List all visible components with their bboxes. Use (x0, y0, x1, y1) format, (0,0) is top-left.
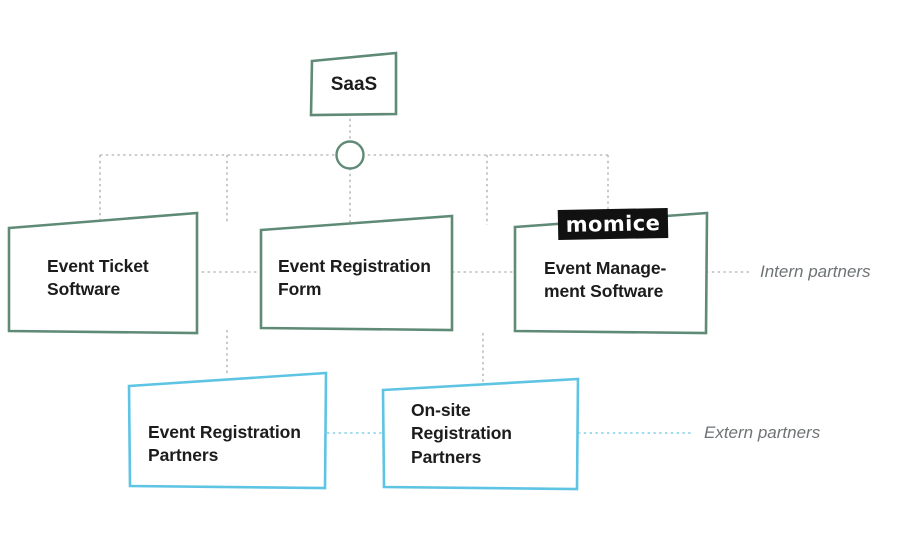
momice-logo-text: momice (565, 210, 661, 237)
legend-extern-partners: Extern partners (704, 423, 821, 442)
node-event-ticket-software-shape[interactable] (7, 211, 199, 335)
legend-intern-partners: Intern partners (760, 262, 871, 281)
node-event-management-software-label: Event Manage- ment Software (544, 258, 667, 302)
node-event-registration-partners-label: Event Registration Partners (148, 422, 301, 466)
node-event-registration-form-label: Event Registration Form (278, 256, 431, 300)
hub-connector-circle[interactable] (335, 140, 365, 170)
node-onsite-registration-partners-label: On-site Registration Partners (411, 400, 512, 467)
node-event-ticket-software-label: Event Ticket Software (47, 256, 149, 300)
node-event-registration-partners-shape[interactable] (127, 371, 328, 490)
momice-logo: momice (557, 207, 669, 241)
node-saas-shape[interactable] (309, 51, 398, 117)
node-saas-label: SaaS (330, 74, 378, 95)
node-onsite-registration-partners-shape[interactable] (381, 377, 580, 491)
node-event-registration-form-shape[interactable] (259, 214, 454, 332)
gray-connectors (99, 113, 750, 382)
